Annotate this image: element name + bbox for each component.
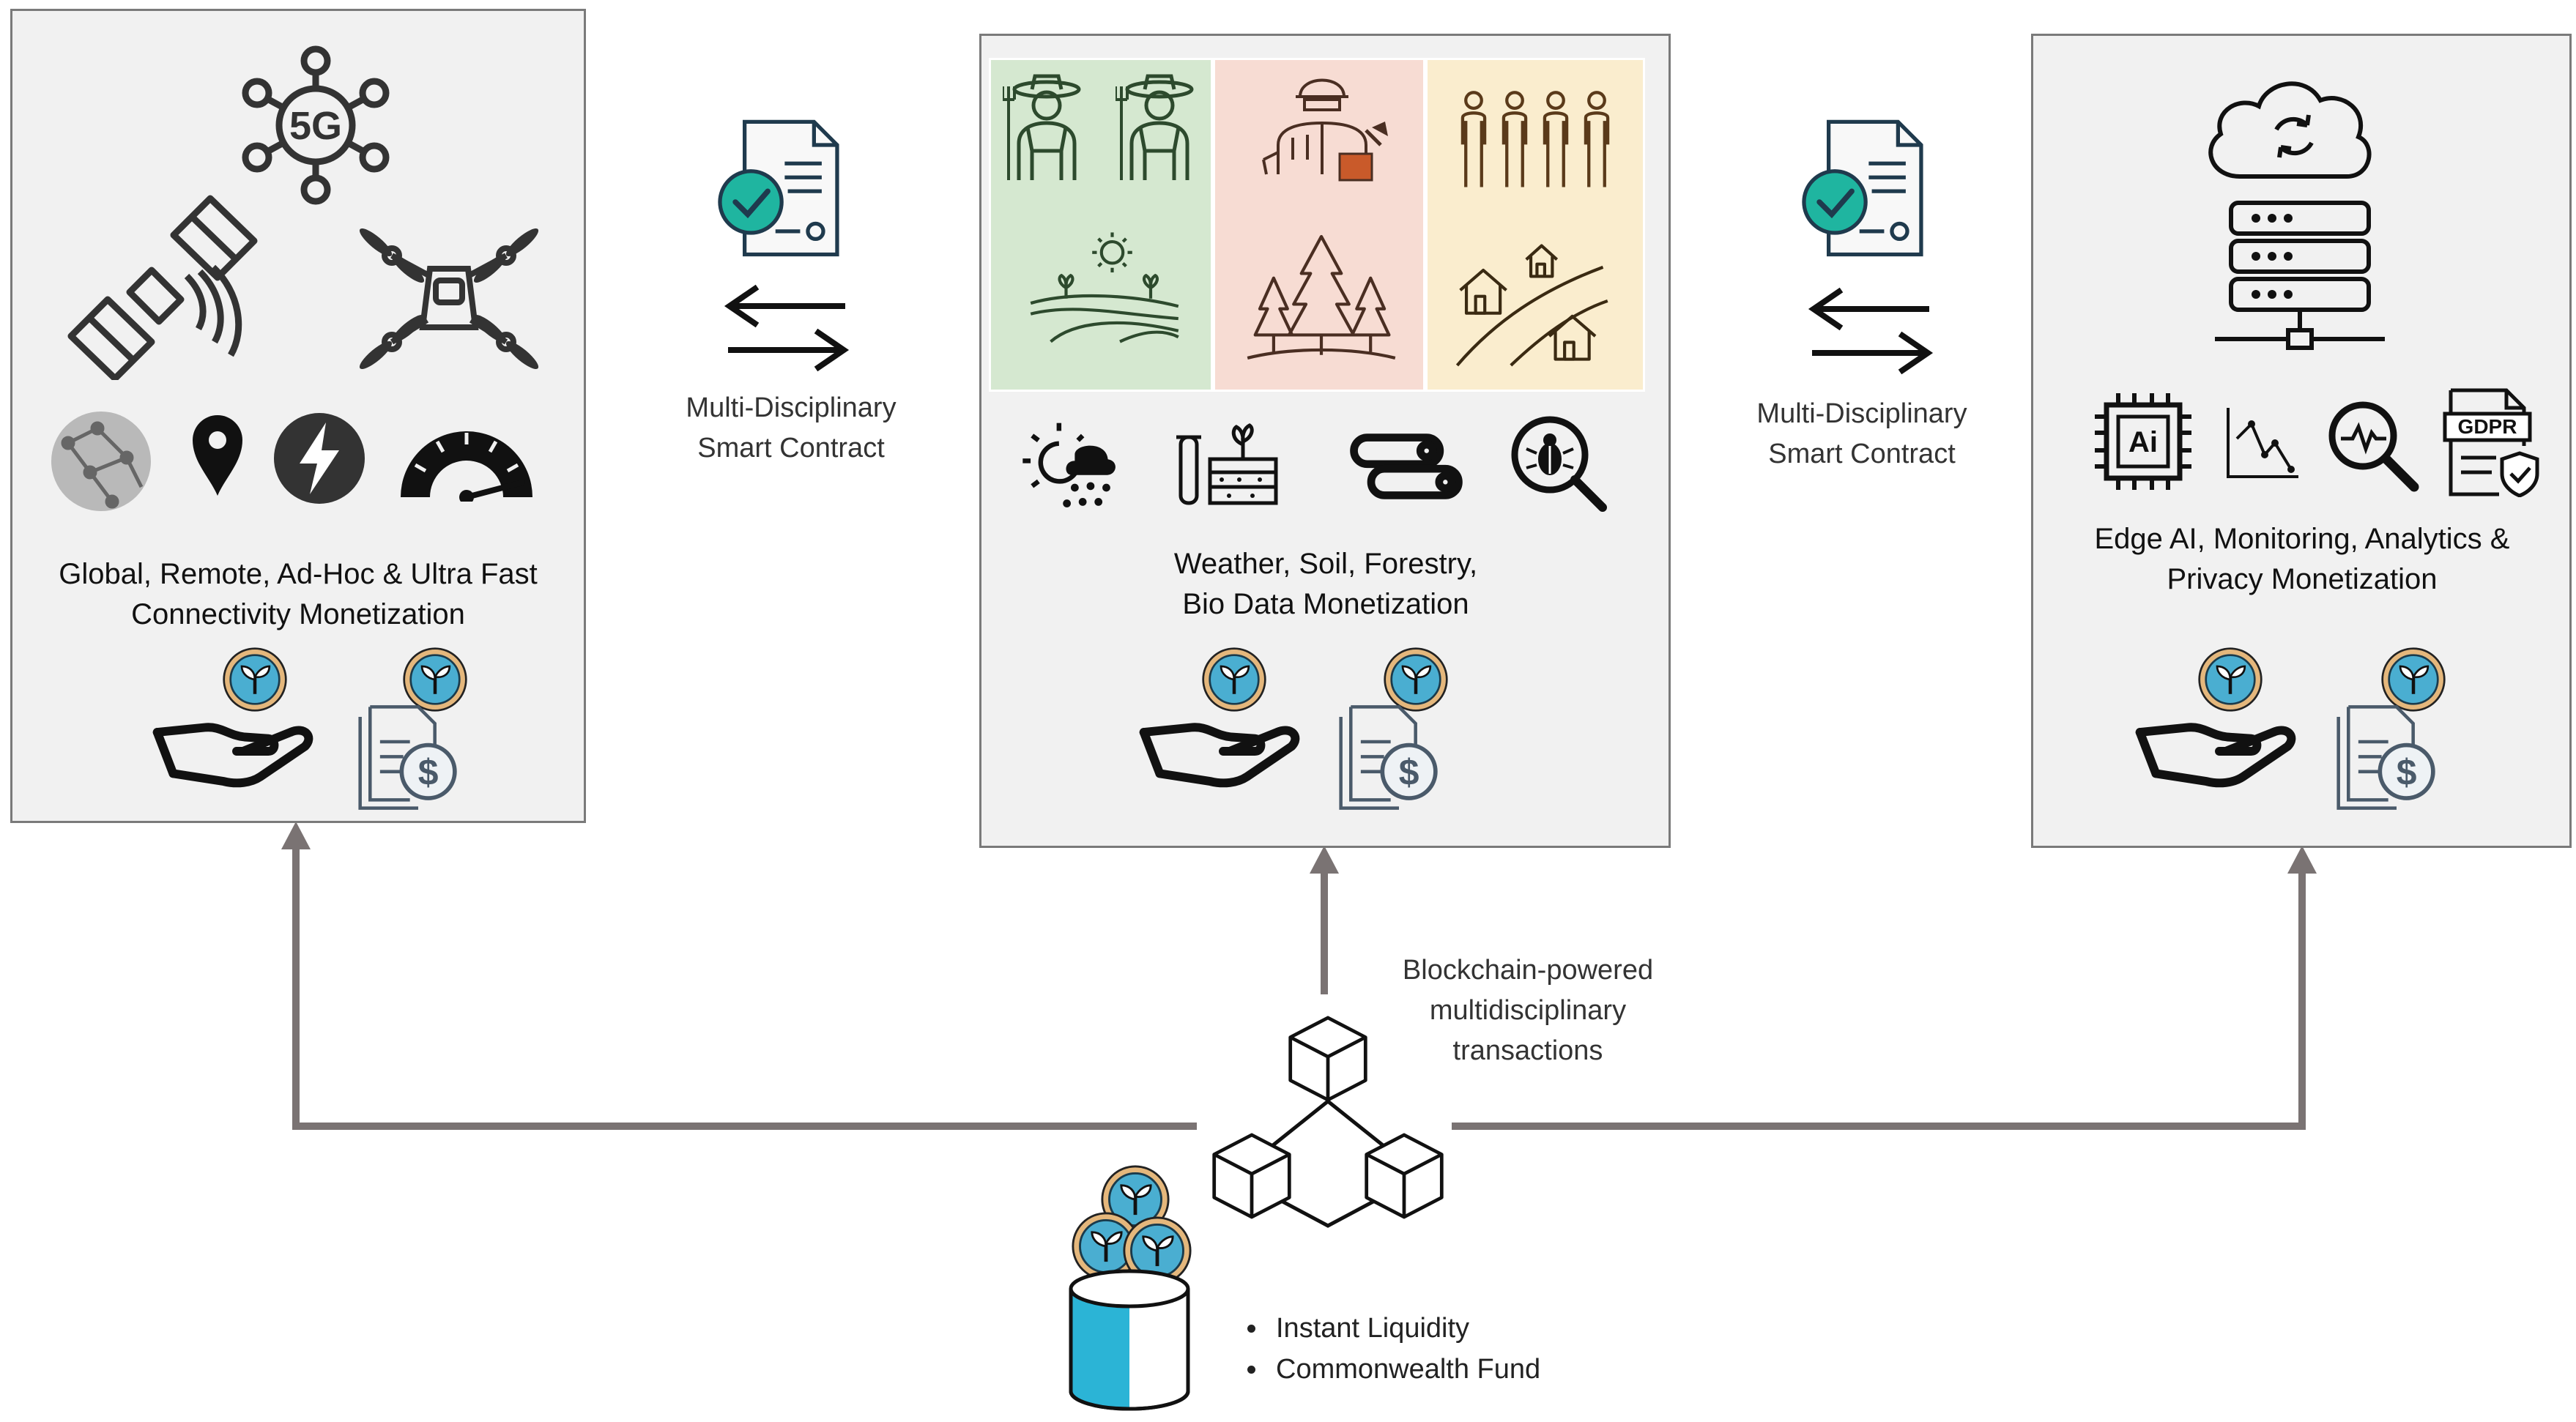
network-globe-icon	[46, 406, 156, 516]
bug-search-icon	[1507, 412, 1610, 515]
smart-contract-right-label: Multi-Disciplinary Smart Contract	[1701, 394, 2023, 474]
drone-icon	[354, 217, 544, 379]
bio-data-title-line2: Bio Data Monetization	[1182, 588, 1469, 620]
blockchain-line2: multidisciplinary	[1429, 995, 1627, 1026]
crop-field-icon	[1028, 228, 1181, 346]
cloud-sync-icon	[2196, 67, 2379, 191]
connectivity-title-line1: Global, Remote, Ad-Hoc & Ultra Fast	[59, 558, 538, 590]
connectivity-title-line2: Connectivity Monetization	[131, 598, 465, 630]
person-icon	[1498, 89, 1532, 192]
bio-data-panel: Weather, Soil, Forestry, Bio Data Moneti…	[979, 34, 1671, 848]
farmer-icon	[1116, 70, 1203, 187]
smart-contract-icon	[1797, 116, 1929, 262]
5g-badge: 5G	[289, 104, 343, 148]
forestry-zone	[1213, 58, 1425, 392]
fund-item-commonwealth: Commonwealth Fund	[1269, 1349, 1540, 1390]
monitoring-chart-icon	[2222, 402, 2303, 483]
person-icon	[1580, 89, 1614, 192]
coin-icon	[1201, 647, 1267, 712]
invoice-icon	[351, 692, 461, 816]
person-icon	[1457, 89, 1491, 192]
bio-data-title-line1: Weather, Soil, Forestry,	[1173, 548, 1478, 580]
smart-contract-icon	[713, 116, 845, 262]
soil-sample-icon	[1173, 408, 1283, 510]
smart-contract-left-line1: Multi-Disciplinary	[686, 392, 897, 423]
fund-cylinder-icon	[1069, 1269, 1190, 1411]
person-icon	[1539, 89, 1573, 192]
fund-list: Instant Liquidity Commonwealth Fund	[1239, 1308, 1540, 1390]
community-zone	[1425, 58, 1645, 392]
blockchain-line3: transactions	[1452, 1035, 1603, 1066]
coin-icon	[2197, 647, 2263, 712]
invoice-icon	[2329, 692, 2439, 816]
farming-zone	[989, 58, 1213, 392]
timber-logs-icon	[1348, 431, 1465, 502]
edge-ai-title-line2: Privacy Monetization	[2167, 563, 2438, 595]
connectivity-panel: 5G Global, Remote, Ad-Hoc & Ultra Fast C…	[10, 9, 586, 823]
server-rack-icon	[2212, 200, 2388, 354]
giving-hand-icon	[149, 704, 324, 799]
forest-icon	[1244, 231, 1398, 363]
farmer-icon	[1003, 70, 1091, 187]
analytics-search-icon	[2325, 398, 2420, 493]
fund-item-liquidity: Instant Liquidity	[1269, 1308, 1540, 1349]
ai-chip-label: Ai	[2128, 426, 2158, 458]
smart-contract-right-line2: Smart Contract	[1768, 439, 1956, 469]
smart-contract-left-label: Multi-Disciplinary Smart Contract	[630, 388, 952, 469]
blockchain-line1: Blockchain-powered	[1402, 955, 1654, 986]
speedometer-icon	[393, 421, 540, 502]
weather-icon	[1020, 420, 1122, 515]
arrow-to-left-panel	[292, 842, 1197, 1130]
smart-contract-right-line1: Multi-Disciplinary	[1756, 398, 1967, 429]
lumberjack-icon	[1249, 64, 1395, 189]
invoice-icon	[1332, 692, 1441, 816]
blockchain-label: Blockchain-powered multidisciplinary tra…	[1345, 950, 1711, 1071]
satellite-icon	[64, 190, 298, 380]
gdpr-label: GDPR	[2457, 415, 2517, 438]
exchange-arrows-icon	[721, 284, 853, 372]
smart-contract-left-line2: Smart Contract	[697, 433, 885, 464]
lightning-bolt-icon	[272, 411, 367, 506]
blockchain-icon	[1207, 1013, 1449, 1228]
giving-hand-icon	[2131, 704, 2307, 799]
edge-ai-title: Edge AI, Monitoring, Analytics & Privacy…	[2041, 519, 2564, 600]
location-pin-icon	[188, 411, 247, 499]
exchange-arrows-icon	[1805, 287, 1937, 375]
edge-ai-panel: Ai GDPR Edge AI, Monitoring, Analytics &…	[2031, 34, 2572, 848]
giving-hand-icon	[1135, 704, 1311, 799]
edge-ai-title-line1: Edge AI, Monitoring, Analytics &	[2094, 523, 2510, 555]
arrow-to-right-panel	[1452, 868, 2306, 1130]
gdpr-document-icon	[2440, 387, 2543, 497]
coin-icon	[222, 647, 288, 712]
village-icon	[1450, 236, 1611, 368]
bio-data-title: Weather, Soil, Forestry, Bio Data Moneti…	[989, 544, 1663, 625]
connectivity-title: Global, Remote, Ad-Hoc & Ultra Fast Conn…	[20, 554, 576, 635]
